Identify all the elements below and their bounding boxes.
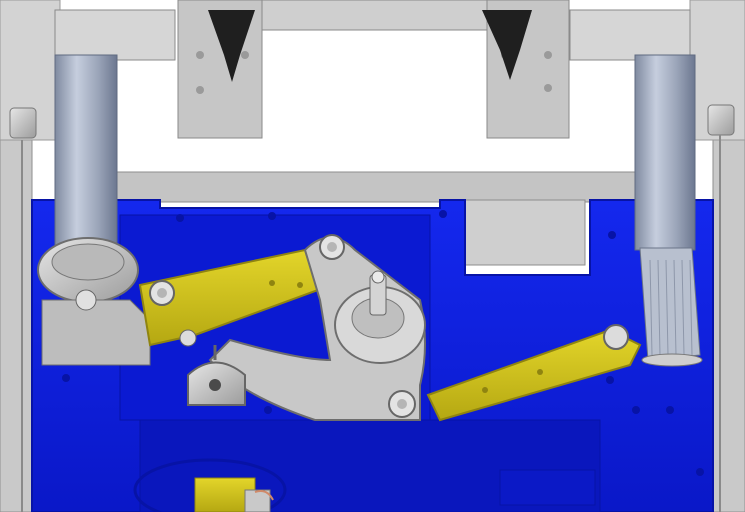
pivot-pins [149,234,629,418]
bottom-actuator [194,477,274,512]
central-lever [208,236,426,421]
guide-rod-right [707,104,735,512]
top-bracket-right [482,0,570,139]
vertical-shaft-left [54,54,118,251]
linkage-arm-upper-left [138,248,320,347]
linkage-arm-lower-right [426,328,642,422]
sensor-dome [187,345,246,406]
left-clamp-block [37,237,151,366]
guide-rod-left [9,107,37,512]
vertical-shaft-right [634,54,703,367]
top-column-caps [54,9,691,61]
top-bracket-left [177,0,488,139]
